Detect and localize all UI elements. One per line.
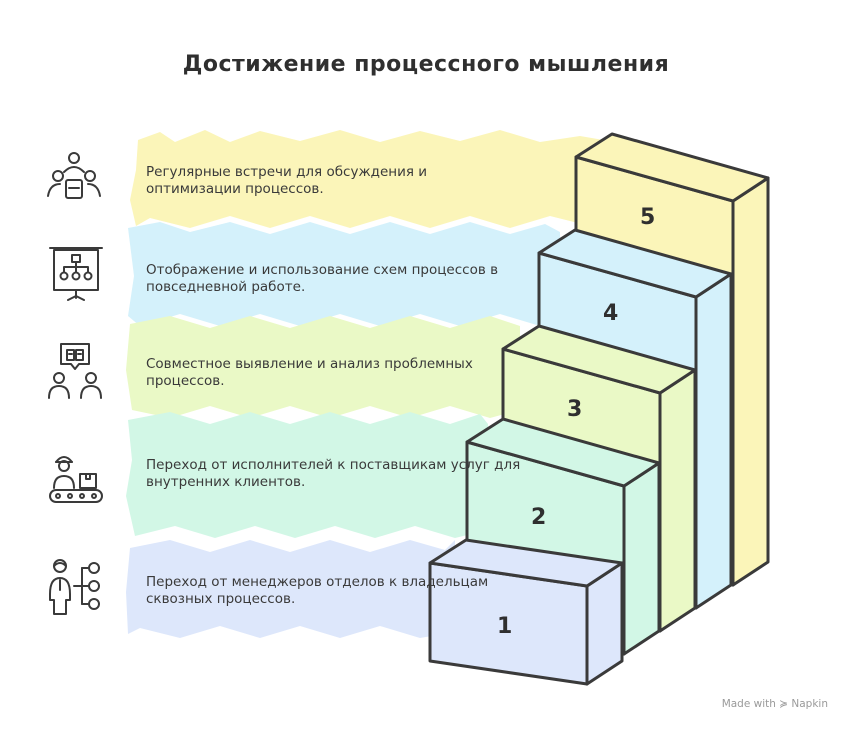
band-4 xyxy=(128,222,560,326)
staircase xyxy=(428,132,770,686)
process-chart-icon xyxy=(49,247,103,301)
meeting-icon xyxy=(47,152,101,199)
step-number-3: 3 xyxy=(567,397,583,422)
team-analysis-icon xyxy=(48,343,102,399)
step-label-1: Переход от менеджеров отделов к владельц… xyxy=(146,574,489,607)
step-label-4: Отображение и использование схем процесс… xyxy=(146,262,499,295)
band-3 xyxy=(126,316,520,418)
band-2 xyxy=(126,412,488,538)
step-number-2: 2 xyxy=(531,505,547,530)
step-label-2: Переход от исполнителей к поставщикам ус… xyxy=(146,457,521,490)
step-number-5: 5 xyxy=(640,205,656,230)
diagram-title: Достижение процессного мышления xyxy=(182,52,670,77)
band-5 xyxy=(130,130,618,228)
worker-conveyor-icon xyxy=(49,456,103,503)
step-number-1: 1 xyxy=(497,614,513,639)
step-label-3: Совместное выявление и анализ проблемных… xyxy=(146,356,473,389)
band-1 xyxy=(126,540,455,638)
manager-process-icon xyxy=(49,559,100,615)
napkin-watermark: Made with ≽ Napkin xyxy=(721,698,828,710)
step-label-5: Регулярные встречи для обсуждения и опти… xyxy=(146,164,428,197)
step-number-4: 4 xyxy=(603,301,619,326)
